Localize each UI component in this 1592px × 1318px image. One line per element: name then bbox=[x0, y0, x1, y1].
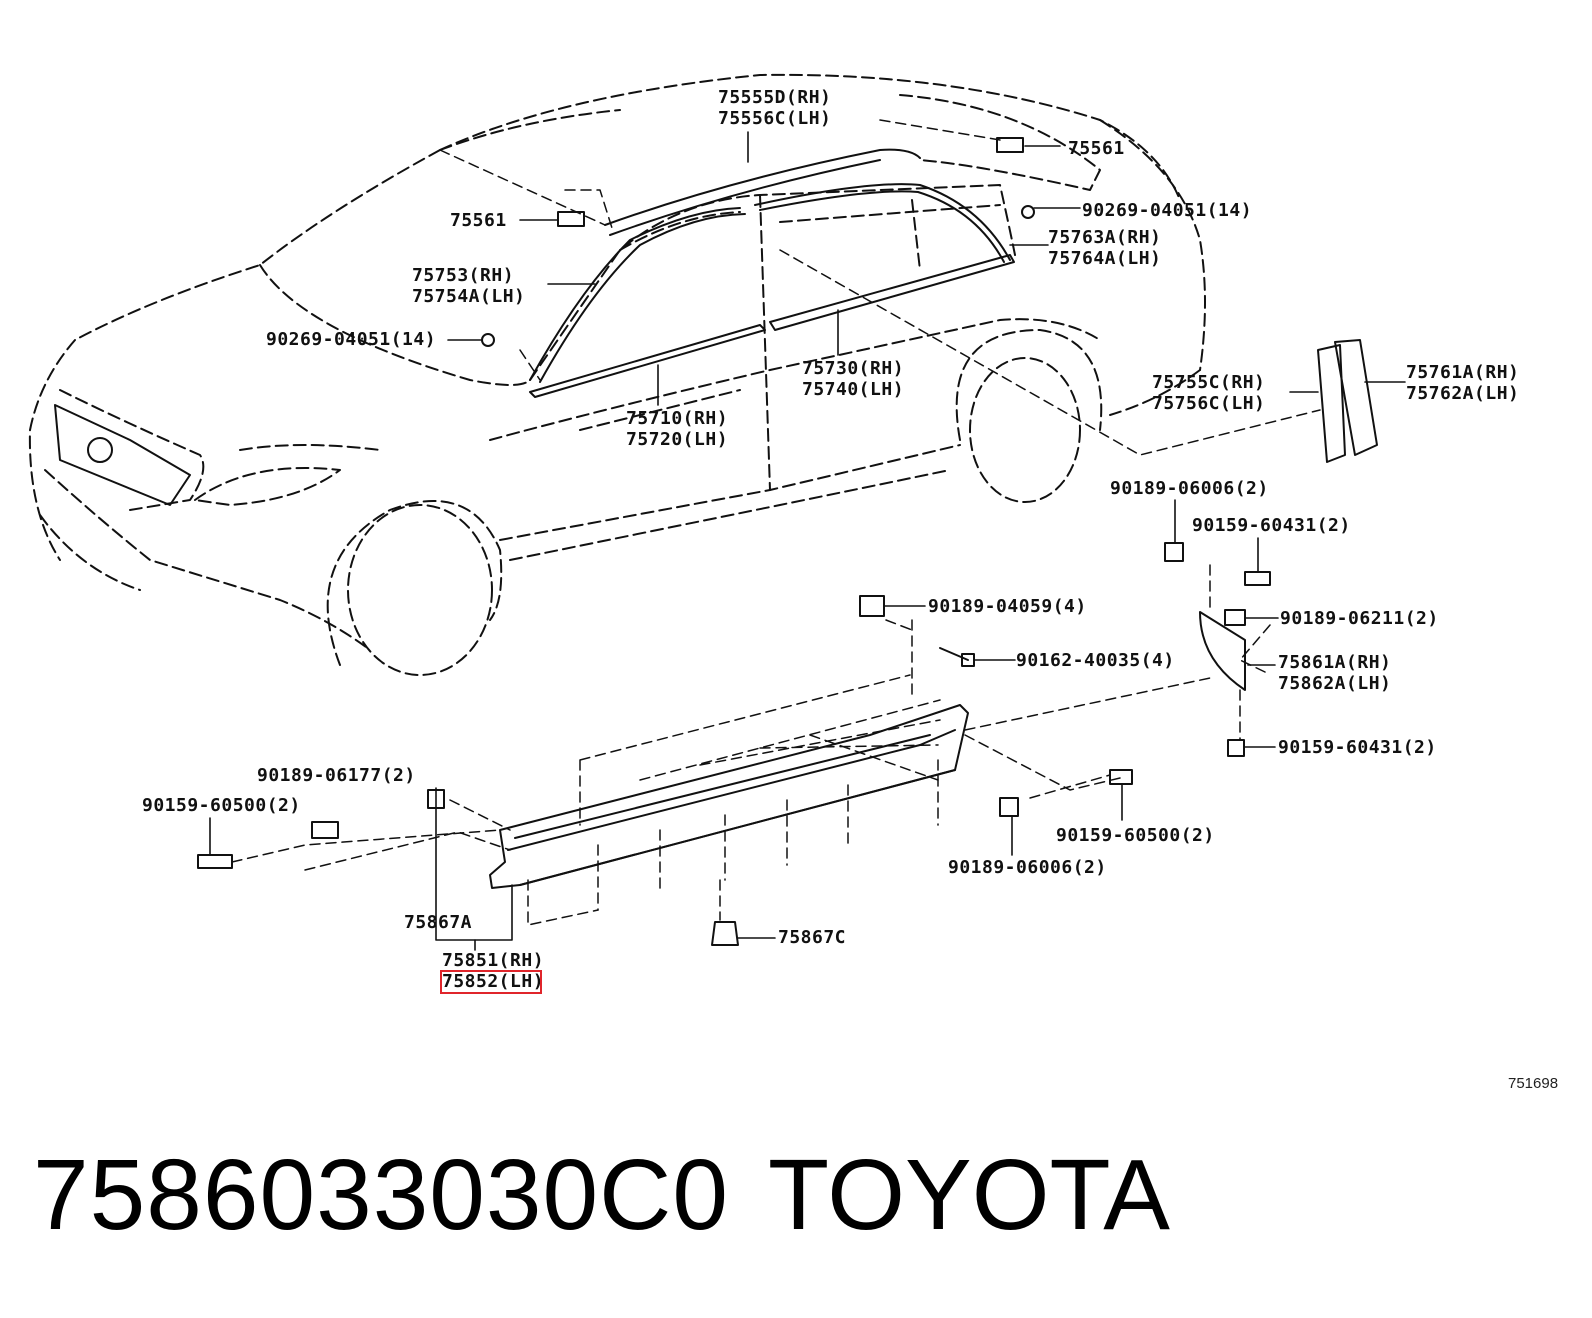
callout-rocker-panel-molding[interactable]: 75851(RH) 75852(LH) bbox=[442, 950, 544, 992]
callout-line: 75861A(RH) bbox=[1278, 652, 1392, 673]
callout-line: 75764A(LH) bbox=[1048, 248, 1162, 269]
rocker-panel bbox=[489, 704, 969, 889]
callout-rocker-extension[interactable]: 75861A(RH) 75862A(LH) bbox=[1278, 652, 1391, 694]
callout-line: 75867A bbox=[404, 912, 473, 933]
callout-line: 90159-60431(2) bbox=[1278, 737, 1437, 758]
callout-line: 90162-40035(4) bbox=[1016, 650, 1175, 671]
diagram-code: 751698 bbox=[1508, 1075, 1559, 1092]
car-outline bbox=[28, 73, 1206, 676]
callout-pillar-garnish-front[interactable]: 75755C(RH) 75756C(LH) bbox=[1152, 372, 1265, 414]
callout-clip-90189-06006-lower[interactable]: 90189-06006(2) bbox=[948, 857, 1107, 878]
part-number-title: 7586033030C0 bbox=[33, 1139, 729, 1251]
callout-front-window-frame-molding[interactable]: 75753(RH) 75754A(LH) bbox=[412, 265, 525, 307]
callout-clip-90189-06006-rear[interactable]: 90189-06006(2) bbox=[1110, 478, 1269, 499]
callout-line: 75730(RH) bbox=[802, 358, 905, 379]
leader-lines bbox=[209, 131, 1406, 951]
callout-line: 75740(LH) bbox=[802, 379, 905, 400]
pillar-garnish bbox=[1317, 339, 1378, 463]
callout-line: 75756C(LH) bbox=[1152, 393, 1266, 414]
callout-pillar-garnish-rear[interactable]: 75761A(RH) 75762A(LH) bbox=[1406, 362, 1519, 404]
callout-line: 75755C(RH) bbox=[1152, 372, 1266, 393]
assembly-lines bbox=[231, 119, 1321, 926]
callout-clip-front[interactable]: 90269-04051(14) bbox=[266, 329, 436, 350]
callout-line: 75720(LH) bbox=[626, 429, 729, 450]
callout-line: 75763A(RH) bbox=[1048, 227, 1162, 248]
callout-clip-90189-06211[interactable]: 90189-06211(2) bbox=[1280, 608, 1439, 629]
callout-line: 90189-06006(2) bbox=[1110, 478, 1269, 499]
callout-line: 90189-06211(2) bbox=[1280, 608, 1439, 629]
callout-line: 90269-04051(14) bbox=[1082, 200, 1253, 221]
callout-line: 90159-60500(2) bbox=[142, 795, 301, 816]
car-moldings bbox=[54, 137, 1035, 506]
callout-clip-90189-06177[interactable]: 90189-06177(2) bbox=[257, 765, 416, 786]
callout-clip-75867A[interactable]: 75867A bbox=[404, 912, 472, 933]
callout-line: 75555D(RH) bbox=[718, 87, 832, 108]
callout-rear-window-frame-molding[interactable]: 75763A(RH) 75764A(LH) bbox=[1048, 227, 1161, 269]
callout-line: 90159-60500(2) bbox=[1056, 825, 1215, 846]
callout-line: 75761A(RH) bbox=[1406, 362, 1520, 383]
callout-roof-clip-front[interactable]: 75561 bbox=[450, 210, 507, 231]
callout-rear-belt-molding[interactable]: 75730(RH) 75740(LH) bbox=[802, 358, 904, 400]
callout-screw-90162-40035[interactable]: 90162-40035(4) bbox=[1016, 650, 1175, 671]
callout-roof-clip-rear[interactable]: 75561 bbox=[1068, 138, 1125, 159]
fasteners bbox=[197, 542, 1271, 946]
callout-line: 75710(RH) bbox=[626, 408, 729, 429]
callout-front-belt-molding[interactable]: 75710(RH) 75720(LH) bbox=[626, 408, 728, 450]
callout-line: 75867C bbox=[778, 927, 847, 948]
callout-screw-90159-60500-front[interactable]: 90159-60500(2) bbox=[142, 795, 301, 816]
callout-clip-rear[interactable]: 90269-04051(14) bbox=[1082, 200, 1252, 221]
highlight-box bbox=[440, 970, 542, 994]
callout-line: 75556C(LH) bbox=[718, 108, 832, 129]
callout-line: 75753(RH) bbox=[412, 265, 515, 286]
callout-line: 90189-06177(2) bbox=[257, 765, 416, 786]
callout-line: 75851(RH) bbox=[442, 950, 545, 971]
callout-screw-90159-60431-upper[interactable]: 90159-60431(2) bbox=[1192, 515, 1351, 536]
callout-screw-90159-60431-lower[interactable]: 90159-60431(2) bbox=[1278, 737, 1437, 758]
callout-clip-90189-04059[interactable]: 90189-04059(4) bbox=[928, 596, 1087, 617]
callout-line: 75561 bbox=[1068, 138, 1125, 159]
parts-exploded-diagram bbox=[28, 73, 1406, 951]
callout-line: 75754A(LH) bbox=[412, 286, 526, 307]
callout-line: 90189-04059(4) bbox=[928, 596, 1087, 617]
callout-line: 90269-04051(14) bbox=[266, 329, 437, 350]
callout-roof-drip-molding[interactable]: 75555D(RH) 75556C(LH) bbox=[718, 87, 831, 129]
callout-line: 75862A(LH) bbox=[1278, 673, 1392, 694]
callout-line: 75762A(LH) bbox=[1406, 383, 1520, 404]
callout-line: 90159-60431(2) bbox=[1192, 515, 1351, 536]
callout-clip-75867C[interactable]: 75867C bbox=[778, 927, 846, 948]
callout-screw-90159-60500-rear[interactable]: 90159-60500(2) bbox=[1056, 825, 1215, 846]
callout-line: 90189-06006(2) bbox=[948, 857, 1107, 878]
brand-name: TOYOTA bbox=[768, 1139, 1170, 1251]
callout-line: 75852(LH) bbox=[442, 971, 545, 992]
callout-line: 75561 bbox=[450, 210, 507, 231]
